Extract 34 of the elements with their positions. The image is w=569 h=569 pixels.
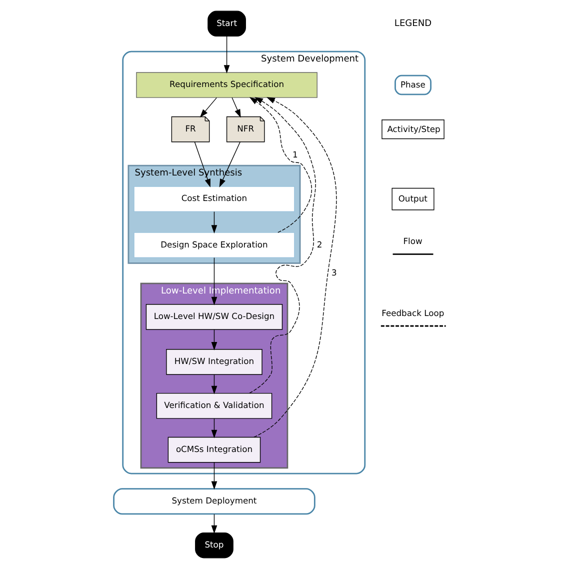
arrow (211, 329, 218, 350)
node-box: Cost Estimation (134, 186, 295, 212)
arrow (211, 257, 218, 306)
node-box: HW/SW Integration (166, 349, 262, 375)
node-box: Low-Level HW/SW Co-Design (146, 304, 283, 330)
arrow (249, 97, 316, 394)
node-box: Requirements Specification (136, 72, 318, 98)
arrow (224, 36, 230, 74)
node-box: Start (208, 10, 246, 37)
edge-label: 1 (292, 150, 298, 160)
arrow (254, 97, 337, 438)
legend-label: Feedback Loop (382, 308, 444, 318)
node-box: oCMSs Integration (168, 436, 261, 463)
arrow (200, 97, 218, 118)
node-box: System Deployment (113, 488, 316, 515)
arrow (211, 462, 218, 490)
arrow (194, 142, 210, 188)
arrow (211, 374, 218, 394)
edge-label: 3 (332, 268, 337, 278)
arrow (211, 514, 218, 534)
arrow (211, 211, 218, 234)
legend-label: Activity/Step (387, 124, 440, 134)
node-box: Stop (195, 532, 234, 558)
arrow (211, 418, 218, 438)
label: LEGEND (394, 19, 432, 30)
legend-label: Phase (400, 80, 426, 90)
node-box: Design Space Exploration (134, 232, 295, 258)
arrow (219, 142, 240, 188)
node-box: Verification & Validation (156, 392, 272, 419)
legend-label: Flow (403, 236, 422, 246)
arrow (249, 97, 312, 233)
edge-label: 2 (316, 239, 322, 250)
arrow (232, 97, 241, 118)
legend-label: Output (398, 194, 428, 204)
